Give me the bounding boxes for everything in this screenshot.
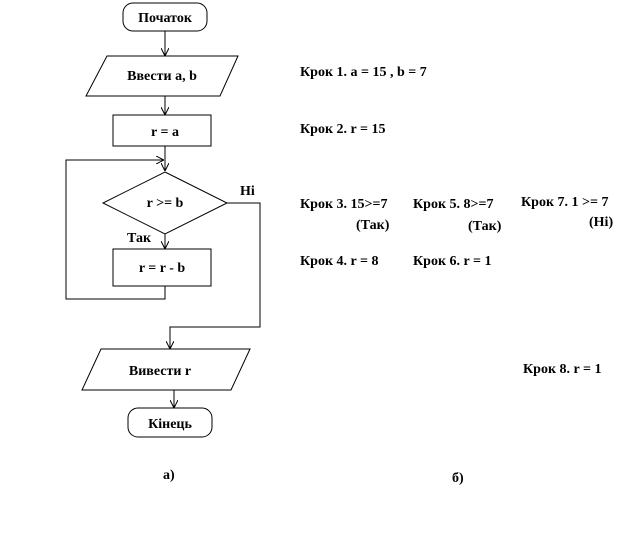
assign-label: r = a: [151, 125, 179, 140]
step-3-note: (Так): [356, 218, 390, 233]
step-5: Крок 5. 8>=7: [413, 197, 494, 212]
step-8: Крок 8. r = 1: [523, 362, 602, 377]
step-4: Крок 4. r = 8: [300, 254, 379, 269]
caption-a: а): [163, 468, 175, 483]
condition-diamond: r >= b: [101, 171, 229, 235]
step-6: Крок 6. r = 1: [413, 254, 492, 269]
yes-label: Так: [127, 231, 152, 246]
step-3: Крок 3. 15>=7: [300, 197, 388, 212]
start-label: Початок: [138, 11, 193, 26]
step-1: Крок 1. a = 15 , b = 7: [300, 65, 427, 80]
arrow-no-branch: [170, 202, 261, 348]
start-terminal: Початок: [122, 2, 208, 32]
output-label: Вивести r: [129, 364, 191, 379]
output-block: Вивести r: [81, 348, 251, 391]
no-label: Ні: [240, 184, 255, 199]
end-terminal: Кінець: [127, 407, 213, 438]
step-7: Крок 7. 1 >= 7: [521, 195, 609, 210]
assign-block: r = a: [112, 114, 212, 147]
condition-label: r >= b: [147, 196, 184, 211]
end-label: Кінець: [148, 417, 192, 432]
input-block: Ввести a, b: [85, 55, 239, 97]
step-2: Крок 2. r = 15: [300, 122, 386, 137]
subtract-label: r = r - b: [139, 261, 186, 276]
caption-b: б): [452, 471, 464, 486]
step-7-note: (Ні): [589, 215, 614, 230]
input-label: Ввести a, b: [127, 69, 197, 84]
subtract-block: r = r - b: [112, 248, 212, 287]
step-5-note: (Так): [468, 219, 502, 234]
loop-back-line: [65, 160, 166, 300]
